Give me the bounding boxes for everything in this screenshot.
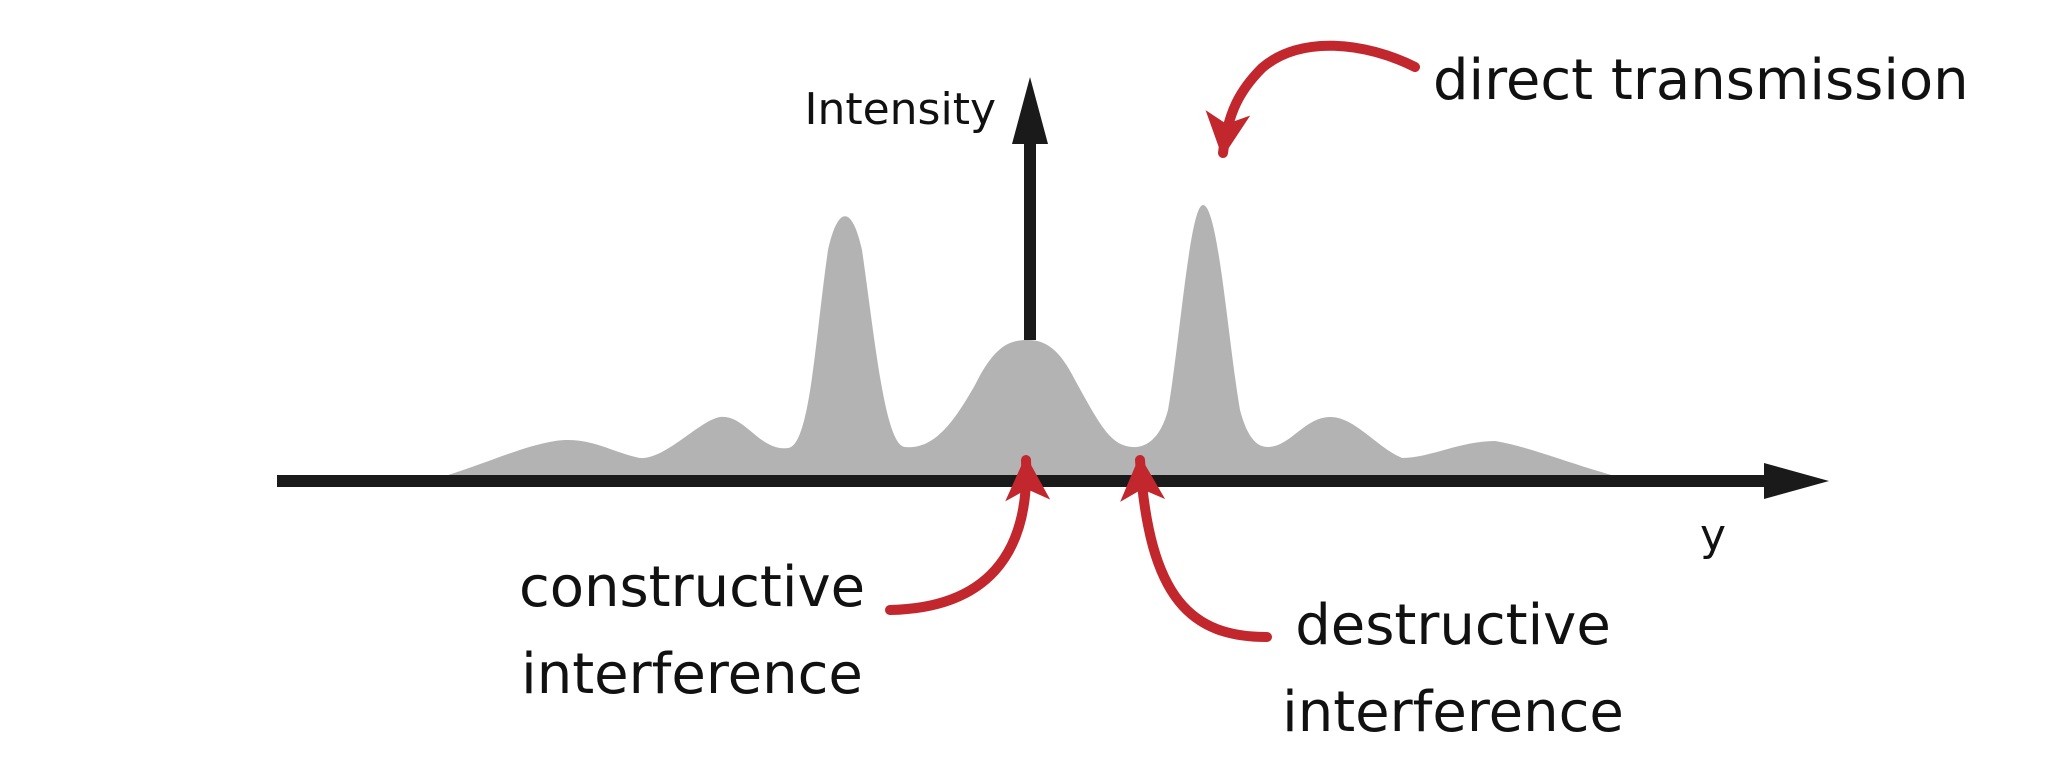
direct-transmission-label: direct transmission — [1433, 48, 1969, 113]
y-axis-label: Intensity — [804, 84, 996, 135]
destructive-label-line-2: interference — [1282, 680, 1624, 745]
destructive-label-line-1: destructive — [1295, 593, 1611, 658]
destructive-interference-arrow — [1120, 455, 1272, 642]
constructive-interference-arrow — [885, 455, 1051, 615]
x-axis-label: y — [1700, 510, 1726, 561]
direct-transmission-arrow — [1205, 40, 1420, 158]
constructive-label-line-2: interference — [521, 642, 863, 707]
intensity-curve — [445, 205, 1615, 476]
y-axis-arrowhead — [1012, 77, 1048, 144]
x-axis-arrowhead — [1764, 463, 1829, 499]
constructive-label-line-1: constructive — [519, 555, 865, 620]
